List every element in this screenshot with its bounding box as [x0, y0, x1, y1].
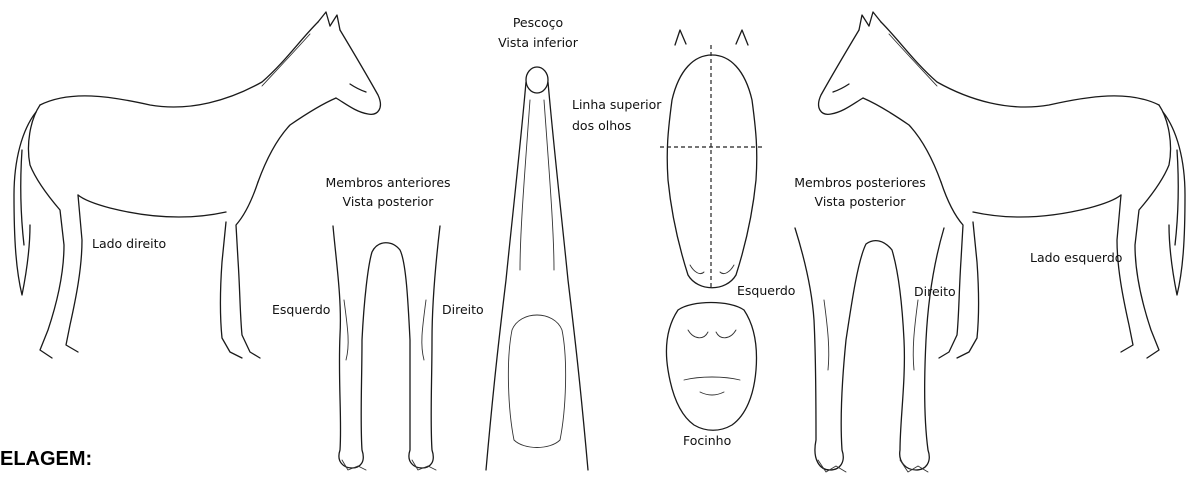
neck-title: Pescoço — [496, 14, 580, 31]
hindlimb-right-label: Direito — [914, 283, 956, 300]
muzzle-label: Focinho — [683, 432, 731, 449]
forelimb-left-label: Esquerdo — [272, 301, 330, 318]
hindlimbs-subtitle: Vista posterior — [784, 193, 936, 210]
left-side-label: Lado esquerdo — [1030, 249, 1122, 266]
muzzle-drawing — [666, 303, 756, 431]
eye-line-label-line2: dos olhos — [572, 117, 631, 134]
forelimbs-subtitle: Vista posterior — [316, 193, 460, 210]
head-front-view-drawing — [667, 30, 757, 288]
forelimbs-rear-view-drawing — [333, 226, 440, 470]
hindlimbs-rear-view-drawing — [795, 228, 944, 472]
neck-subtitle: Vista inferior — [488, 34, 588, 51]
forelimbs-title: Membros anteriores — [316, 174, 460, 191]
hindlimb-left-label: Esquerdo — [737, 282, 795, 299]
forelimb-right-label: Direito — [442, 301, 484, 318]
partial-heading: ELAGEM: — [0, 448, 92, 471]
hindlimbs-title: Membros posteriores — [784, 174, 936, 191]
eye-line-label-line1: Linha superior — [572, 96, 661, 113]
right-side-label: Lado direito — [92, 235, 166, 252]
